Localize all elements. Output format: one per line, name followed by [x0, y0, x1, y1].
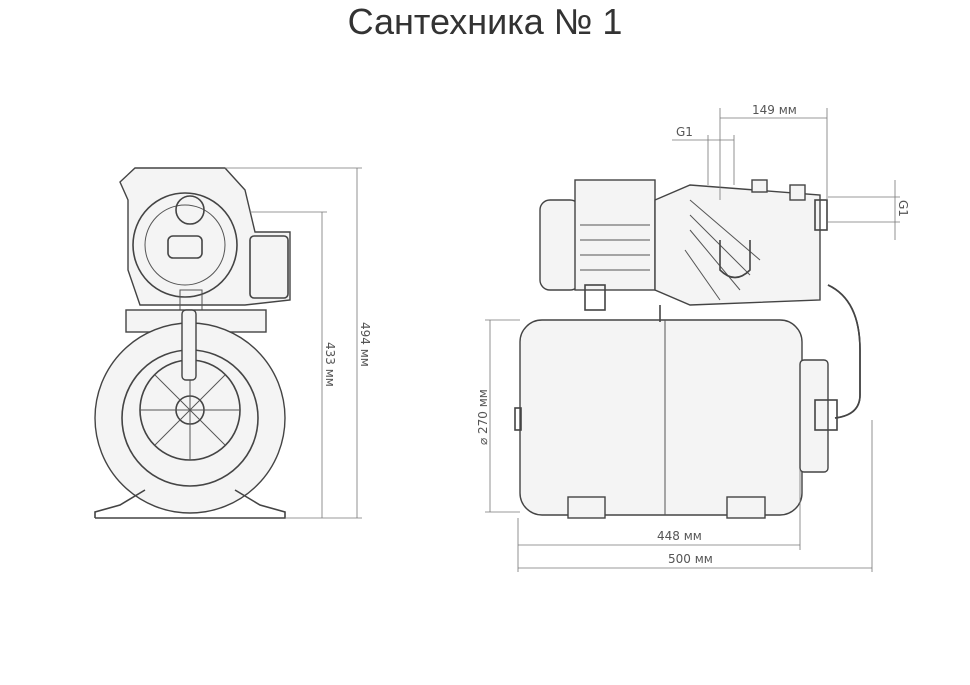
dim-inlet-thread: G1: [896, 200, 910, 217]
dim-tank-diameter: ⌀ 270 мм: [476, 389, 490, 445]
dim-outlet-offset: 149 мм: [752, 103, 797, 117]
dim-overall-height: 494 мм: [358, 322, 372, 367]
dim-overall-length: 500 мм: [668, 552, 713, 566]
dim-tank-length: 448 мм: [657, 529, 702, 543]
page-title: Сантехника № 1: [347, 1, 623, 42]
dim-outlet-thread: G1: [676, 125, 693, 139]
side-view: [485, 108, 900, 572]
front-view: [94, 167, 362, 519]
dim-tank-height: 433 мм: [323, 342, 337, 387]
